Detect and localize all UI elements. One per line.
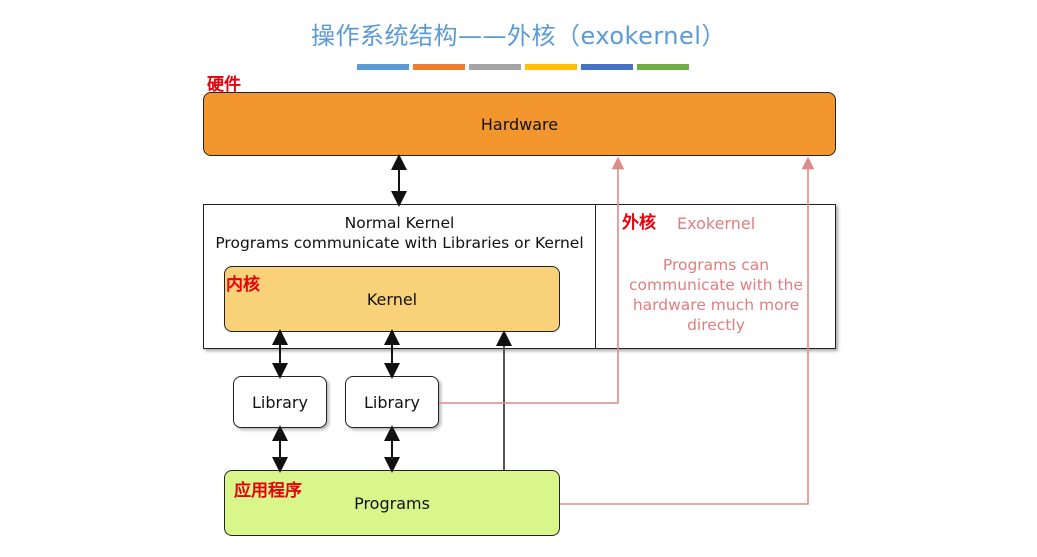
color-bar bbox=[525, 64, 577, 70]
page-title: 操作系统结构——外核（exokernel） bbox=[311, 22, 726, 50]
normal-kernel-subtitle: Programs communicate with Libraries or K… bbox=[215, 234, 584, 252]
normal-kernel-title: Normal Kernel bbox=[344, 214, 455, 232]
programs-label: Programs bbox=[354, 493, 430, 513]
library-box-2: Library bbox=[345, 376, 439, 428]
library-label: Library bbox=[252, 392, 308, 412]
library-box-1: Library bbox=[233, 376, 327, 428]
color-bar bbox=[637, 64, 689, 70]
exokernel-desc-line: hardware much more bbox=[632, 296, 800, 314]
library-label: Library bbox=[364, 392, 420, 412]
kernel-label: Kernel bbox=[366, 289, 418, 309]
exokernel-title: Exokernel bbox=[677, 214, 756, 233]
exokernel-desc-line: communicate with the bbox=[629, 276, 803, 294]
exokernel-description: Programs can communicate with the hardwa… bbox=[616, 255, 816, 335]
hardware-label: Hardware bbox=[480, 114, 559, 134]
exokernel-cn-label: 外核 bbox=[622, 213, 656, 233]
color-bar bbox=[469, 64, 521, 70]
normal-kernel-description: Normal Kernel Programs communicate with … bbox=[204, 213, 595, 253]
exokernel-desc-line: directly bbox=[687, 316, 745, 334]
exokernel-desc-line: Programs can bbox=[662, 256, 770, 274]
programs-cn-label: 应用程序 bbox=[234, 481, 302, 501]
divider bbox=[595, 205, 596, 348]
hardware-cn-label: 硬件 bbox=[207, 75, 241, 95]
color-bar bbox=[581, 64, 633, 70]
kernel-box: Kernel bbox=[224, 266, 560, 332]
kernel-cn-label: 内核 bbox=[226, 275, 260, 295]
color-bar bbox=[357, 64, 409, 70]
color-bar bbox=[413, 64, 465, 70]
hardware-box: Hardware bbox=[203, 92, 836, 156]
